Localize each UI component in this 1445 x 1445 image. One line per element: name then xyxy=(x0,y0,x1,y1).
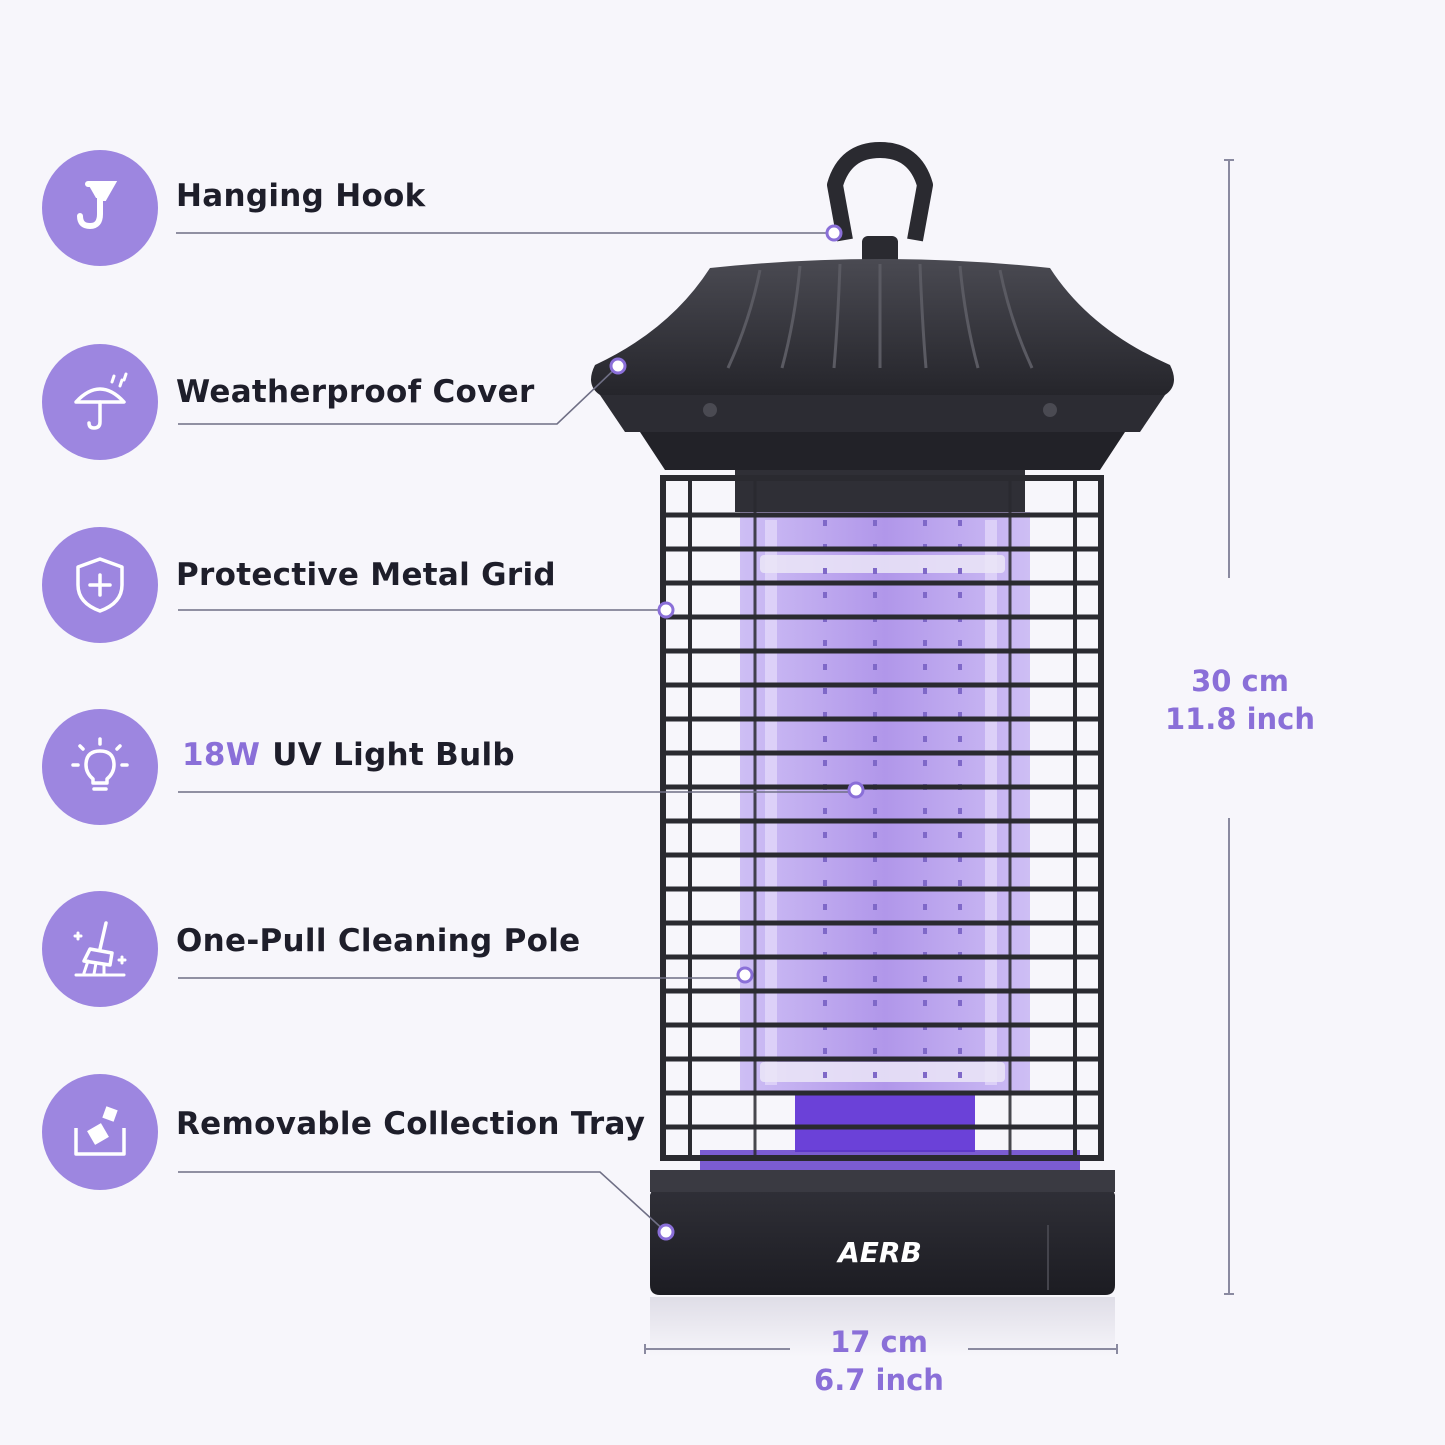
feature-collection-tray: Removable Collection Tray xyxy=(42,1074,742,1192)
hanging-hook xyxy=(827,142,933,266)
width-cm: 17 cm xyxy=(830,1325,928,1359)
feature-label: 18W UV Light Bulb xyxy=(182,737,515,773)
removable-collection-tray xyxy=(650,1170,1115,1357)
feature-uv-light-bulb: 18W UV Light Bulb xyxy=(42,709,742,827)
feature-protective-metal-grid: Protective Metal Grid xyxy=(42,527,742,645)
brand-logo: AERB xyxy=(836,1236,922,1269)
feature-label: One-Pull Cleaning Pole xyxy=(176,923,581,959)
wattage-label: 18W xyxy=(182,737,261,773)
light-bulb-icon xyxy=(42,709,158,825)
umbrella-rain-icon xyxy=(42,344,158,460)
weatherproof-cover xyxy=(591,259,1174,470)
feature-weatherproof-cover: Weatherproof Cover xyxy=(42,344,742,462)
height-dimension: 30 cm 11.8 inch xyxy=(1150,662,1330,738)
height-cm: 30 cm xyxy=(1191,664,1289,698)
hook-icon xyxy=(42,150,158,266)
feature-label: Protective Metal Grid xyxy=(176,557,556,593)
shield-plus-icon xyxy=(42,527,158,643)
width-dimension: 17 cm 6.7 inch xyxy=(790,1323,968,1399)
height-inch: 11.8 inch xyxy=(1164,702,1316,736)
dimension-lines xyxy=(644,159,1234,1354)
feature-label: Removable Collection Tray xyxy=(176,1106,646,1142)
broom-icon xyxy=(42,891,158,1007)
feature-label: Hanging Hook xyxy=(176,178,426,214)
protective-metal-grid xyxy=(660,475,1104,1161)
collection-tray-glow xyxy=(700,1092,1080,1176)
feature-label: Weatherproof Cover xyxy=(176,374,535,410)
tray-icon xyxy=(42,1074,158,1190)
feature-cleaning-pole: One-Pull Cleaning Pole xyxy=(42,891,742,1009)
feature-hanging-hook: Hanging Hook xyxy=(42,150,742,268)
callout-lines xyxy=(176,232,856,1233)
width-inch: 6.7 inch xyxy=(814,1363,944,1397)
bulb-label: UV Light Bulb xyxy=(272,737,515,773)
uv-light-bulb xyxy=(735,470,1030,1092)
callout-dots xyxy=(609,224,865,1241)
